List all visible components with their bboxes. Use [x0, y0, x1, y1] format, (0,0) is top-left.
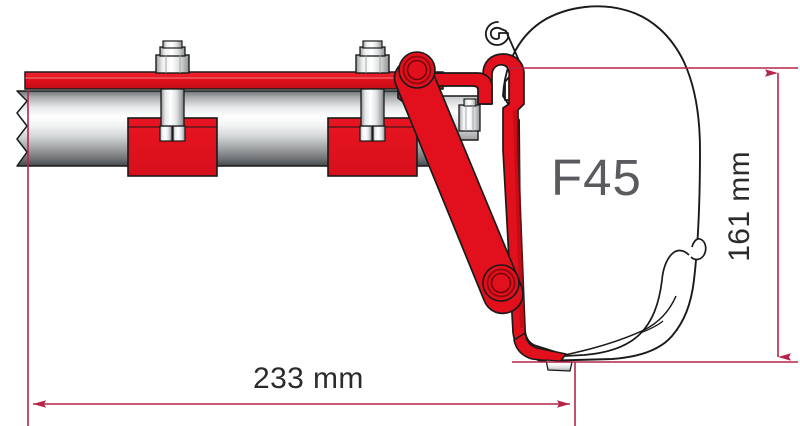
dimension-label-233mm: 233 mm [253, 362, 364, 395]
dimension-label-161mm: 161 mm [723, 151, 756, 262]
bolt-assembly-right [355, 40, 390, 142]
awning-case-outline [502, 5, 707, 362]
product-label-f45: F45 [551, 149, 642, 206]
lower-pivot [482, 264, 520, 302]
bolt-assembly-left [155, 40, 190, 142]
red-vertical-bracket [482, 53, 557, 362]
red-mounting-plate [24, 71, 444, 90]
dimension-lines [27, 67, 798, 426]
upper-pivot [398, 51, 436, 89]
